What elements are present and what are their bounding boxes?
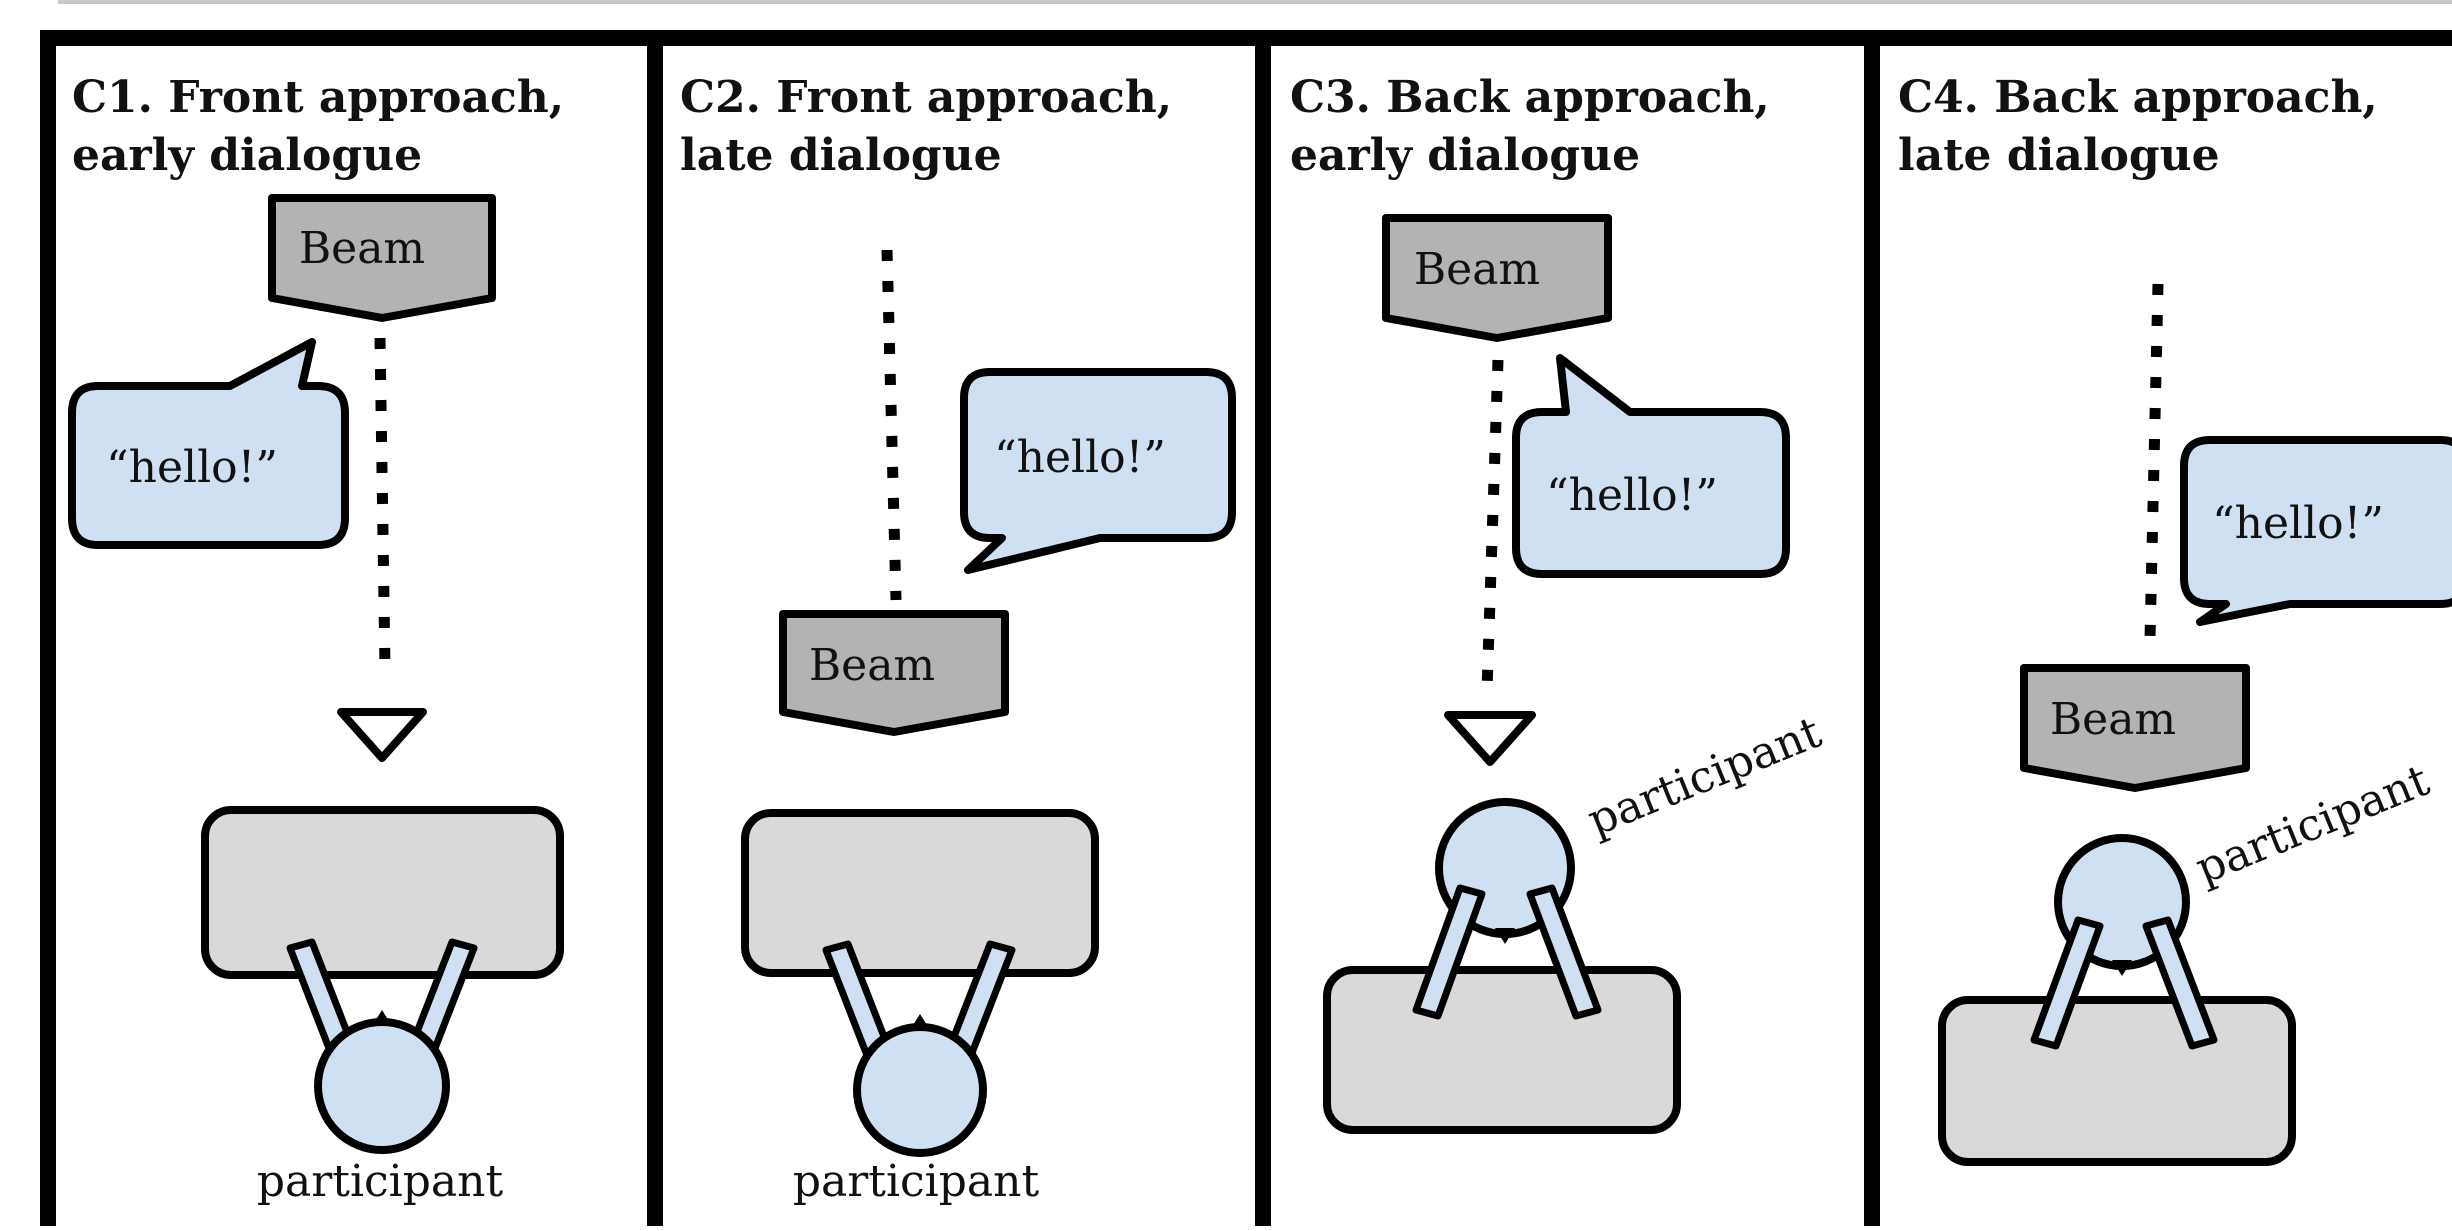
participant-figure <box>822 940 1016 1157</box>
panel-title-line2: late dialogue <box>680 130 1002 181</box>
approach-path <box>374 337 391 669</box>
participant-arms <box>2030 916 2218 1050</box>
panel-c4: C4. Back approach, late dialogue “hello!… <box>1898 72 2452 1166</box>
table <box>201 806 564 979</box>
speech-text: “hello!” <box>994 432 1166 483</box>
approach-path <box>881 249 902 601</box>
speech-bubble: “hello!” <box>2180 436 2452 626</box>
panel-title-line2: late dialogue <box>1898 130 2220 181</box>
stop-marker <box>337 708 427 762</box>
speech-bubble: “hello!” <box>960 368 1236 574</box>
approach-path <box>1481 359 1504 691</box>
panel-c3: C3. Back approach, early dialogue Beam “… <box>1290 72 1829 1134</box>
beam-robot: Beam <box>1382 214 1612 342</box>
beam-robot: Beam <box>2020 664 2250 792</box>
panel-title-line1: C4. Back approach, <box>1898 72 2378 123</box>
panel-frame <box>40 30 2452 1226</box>
robot-label: Beam <box>1414 244 1540 295</box>
robot-label: Beam <box>809 640 935 691</box>
panel-title-line2: early dialogue <box>1290 130 1640 181</box>
beam-robot: Beam <box>779 610 1009 736</box>
participant-label: participant <box>1581 707 1829 847</box>
participant-label: participant <box>257 1156 504 1207</box>
participant-figure <box>286 938 478 1154</box>
panel-title-line2: early dialogue <box>72 130 422 181</box>
participant-arms <box>1412 884 1602 1020</box>
beam-robot: Beam <box>268 194 496 322</box>
speech-text: “hello!” <box>106 442 278 493</box>
approach-path <box>2144 283 2164 641</box>
panel-c1: C1. Front approach, early dialogue Beam … <box>68 72 564 1207</box>
table <box>1938 996 2296 1166</box>
speech-bubble: “hello!” <box>1512 354 1790 578</box>
speech-text: “hello!” <box>2212 498 2384 549</box>
panel-title-line1: C1. Front approach, <box>72 72 564 123</box>
table <box>1323 966 1681 1134</box>
panel-c2: C2. Front approach, late dialogue “hello… <box>680 72 1236 1207</box>
panel-title-line1: C2. Front approach, <box>680 72 1172 123</box>
participant-label: participant <box>793 1156 1040 1207</box>
robot-label: Beam <box>2050 694 2176 745</box>
panel-title-line1: C3. Back approach, <box>1290 72 1770 123</box>
stop-marker <box>1444 711 1536 766</box>
speech-bubble: “hello!” <box>68 338 349 549</box>
speech-text: “hello!” <box>1546 470 1718 521</box>
table <box>741 809 1099 977</box>
robot-label: Beam <box>299 223 425 274</box>
